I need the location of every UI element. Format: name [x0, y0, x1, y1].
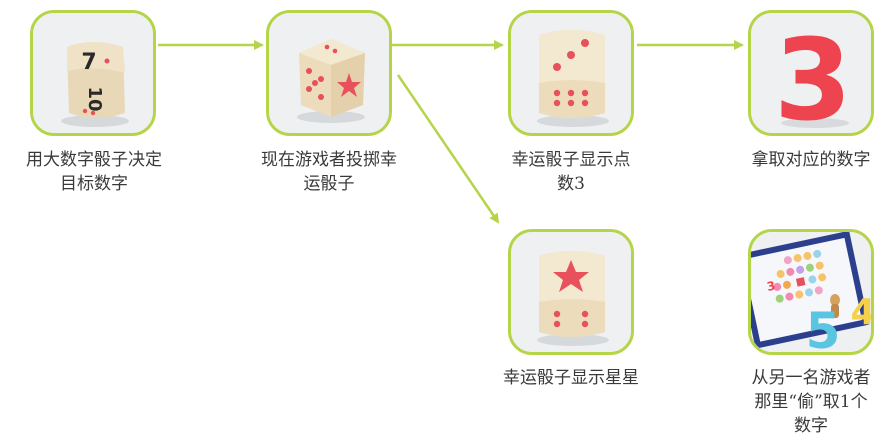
number-three-icon: 3	[751, 13, 871, 133]
step4-caption: 拿取对应的数字	[751, 150, 871, 170]
steal-number-tile: 3 5 4	[748, 229, 874, 355]
number-five: 5	[806, 302, 841, 352]
big-number-die-icon: 7 10	[33, 13, 153, 133]
lucky-shows-3-tile	[508, 10, 634, 136]
lucky-die-star-icon	[269, 13, 389, 133]
lucky-shows-star-tile	[508, 229, 634, 355]
game-board-icon: 3 5 4	[751, 232, 871, 352]
lucky-die-three-icon	[511, 13, 631, 133]
take-number-tile: 3	[748, 10, 874, 136]
arrow-step2-to-step5	[396, 74, 500, 224]
step1-caption: 用大数字骰子决定 目标数字	[26, 150, 162, 194]
step2-caption: 现在游戏者投掷幸 运骰子	[261, 150, 397, 194]
lucky-die-throw-tile	[266, 10, 392, 136]
step5-caption: 幸运骰子显示星星	[503, 368, 639, 388]
big-number-die-tile: 7 10	[30, 10, 156, 136]
step3-caption: 幸运骰子显示点 数3	[511, 150, 631, 194]
lucky-die-star-top-icon	[511, 232, 631, 352]
die-number-10: 10	[84, 86, 105, 111]
step6-caption: 从另一名游戏者 那里“偷”取1个 数字	[751, 368, 871, 436]
svg-text:3: 3	[766, 278, 777, 293]
number-three: 3	[774, 16, 852, 133]
svg-text:4: 4	[850, 292, 871, 333]
die-number-7: 7	[81, 50, 96, 75]
